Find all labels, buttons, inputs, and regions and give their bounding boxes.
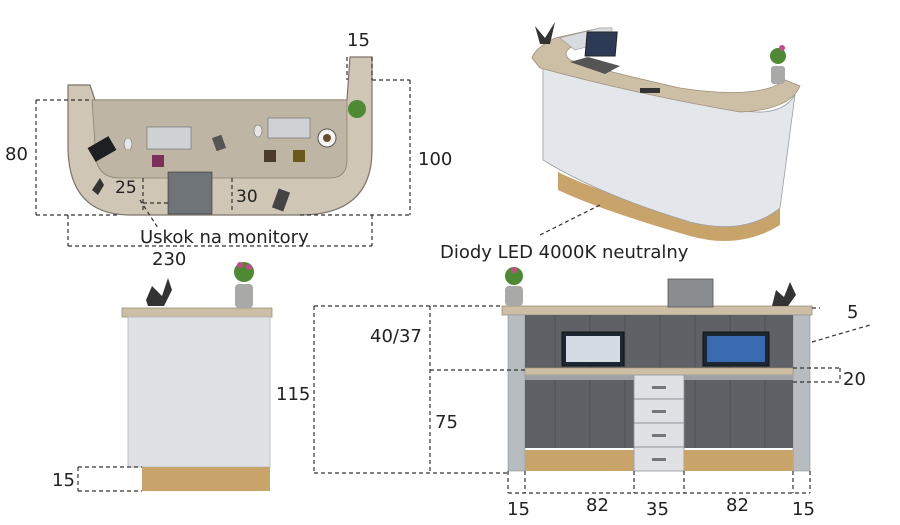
- front-plinth-left: [525, 450, 634, 471]
- front-view: 40/37 75 5 20 15 82 35 82 15: [313, 267, 871, 520]
- dim-front-82-right: 82: [726, 495, 749, 516]
- mouse-icon: [253, 124, 263, 138]
- dim-front-5: 5: [847, 302, 858, 323]
- front-desk-surface: [524, 367, 794, 376]
- keyboard-icon: [267, 117, 311, 139]
- dim-top-25: 25: [115, 178, 137, 198]
- plant-icon: [505, 267, 523, 285]
- plant-pot-icon: [505, 286, 523, 306]
- laptop-icon: [667, 278, 714, 308]
- side-view: 115 15: [52, 262, 310, 492]
- dim-front-15-right: 15: [792, 499, 815, 520]
- tile-icon: [293, 150, 305, 162]
- side-countertop: [121, 307, 273, 318]
- monitor-recess-label: Uskok na monitory: [140, 227, 309, 248]
- flower-icon: [779, 45, 785, 51]
- laptop-base-icon: [570, 57, 620, 74]
- phone-icon: [640, 88, 660, 93]
- monitor-screen: [566, 336, 620, 362]
- drawer-handle: [652, 410, 666, 413]
- phone-icon: [211, 134, 227, 152]
- dim-front-35: 35: [646, 499, 669, 520]
- dim-top-15: 15: [347, 30, 370, 51]
- plant-icon: [770, 48, 786, 64]
- laptop-icon: [584, 31, 618, 57]
- phone-icon: [271, 188, 291, 212]
- flower-icon: [511, 267, 517, 273]
- tile-icon: [152, 155, 164, 167]
- flower-icon: [246, 264, 252, 270]
- front-plinth-right: [684, 450, 793, 471]
- mouse-icon: [123, 137, 133, 151]
- drawer-handle: [652, 458, 666, 461]
- dim-front-20: 20: [843, 369, 866, 390]
- cup-icon: [323, 134, 331, 142]
- keyboard-icon: [146, 126, 192, 150]
- dim-front-15-left: 15: [507, 499, 530, 520]
- drawer-handle: [652, 434, 666, 437]
- statue-icon: [146, 278, 172, 306]
- plant-pot-icon: [235, 284, 253, 308]
- dim-front-40-37: 40/37: [370, 326, 422, 347]
- dim-top-30: 30: [236, 187, 258, 207]
- dim-side-15: 15: [52, 470, 75, 491]
- front-countertop: [501, 305, 813, 316]
- statue-icon: [772, 282, 796, 306]
- laptop-icon: [87, 136, 117, 162]
- dim-front-82-left: 82: [586, 495, 609, 516]
- statue-icon: [535, 22, 555, 44]
- plant-pot-icon: [771, 66, 785, 84]
- statue-icon: [92, 178, 104, 195]
- laptop-icon: [167, 171, 213, 215]
- front-post-left: [507, 314, 526, 472]
- front-post-right: [792, 314, 811, 472]
- side-panel: [127, 316, 271, 468]
- dim-top-230: 230: [152, 249, 186, 270]
- tile-icon: [264, 150, 276, 162]
- plant-icon: [348, 100, 366, 118]
- dim-side-115: 115: [276, 384, 310, 405]
- dim-top-80: 80: [5, 144, 28, 165]
- dim-front-75: 75: [435, 412, 458, 433]
- flower-icon: [237, 262, 243, 268]
- dim-top-100: 100: [418, 149, 452, 170]
- led-note: Diody LED 4000K neutralny: [440, 242, 689, 263]
- monitor-screen: [707, 336, 765, 362]
- top-view: 80 15 100 25 30 Uskok na monitory 230: [5, 30, 452, 270]
- side-plinth: [142, 467, 270, 491]
- drawer-handle: [652, 386, 666, 389]
- perspective-view: Diody LED 4000K neutralny: [440, 22, 801, 263]
